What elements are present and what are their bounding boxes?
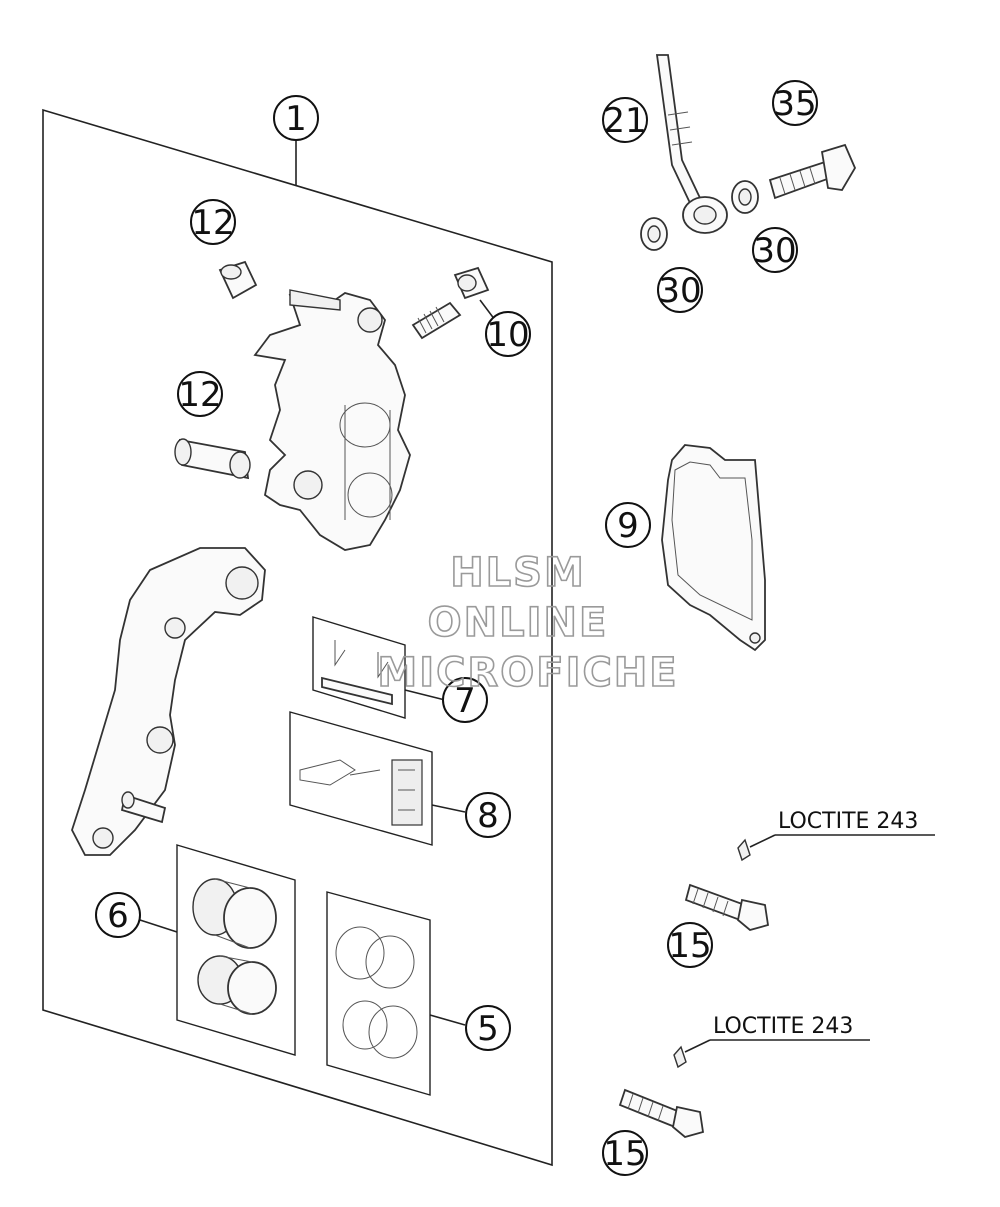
callout-7: 7: [442, 677, 488, 723]
svg-text:LOCTITE 243: LOCTITE 243: [713, 1014, 853, 1039]
svg-text:1: 1: [285, 99, 307, 139]
svg-text:21: 21: [603, 101, 646, 141]
svg-text:8: 8: [477, 796, 499, 836]
svg-text:ONLINE: ONLINE: [428, 600, 609, 646]
callout-5: 5: [465, 1005, 511, 1051]
svg-text:9: 9: [617, 506, 639, 546]
callout-21: 21: [602, 97, 648, 143]
bleeder-cap-part: [218, 260, 258, 300]
callout-6: 6: [95, 892, 141, 938]
caliper-carrier-bracket: [71, 547, 266, 856]
svg-text:30: 30: [753, 231, 796, 271]
svg-text:5: 5: [477, 1009, 499, 1049]
svg-text:35: 35: [773, 84, 816, 124]
washer-part-right: [731, 180, 759, 214]
callout-loctite-upper: LOCTITE 243: [749, 809, 935, 848]
pin-kit-card: [312, 616, 446, 719]
svg-text:12: 12: [178, 375, 221, 415]
callout-12-top: 12: [190, 199, 236, 245]
callout-30-right: 30: [752, 227, 798, 273]
callout-35: 35: [772, 80, 818, 126]
svg-text:15: 15: [603, 1134, 646, 1174]
callout-30-left: 30: [657, 267, 703, 313]
banjo-bolt-part: [768, 143, 857, 200]
svg-text:HLSM: HLSM: [450, 550, 586, 596]
kit-sheet-outline: [42, 108, 553, 1167]
svg-text:15: 15: [668, 926, 711, 966]
screw-part-lower: [618, 1045, 705, 1138]
callout-10: 10: [485, 311, 531, 357]
caliper-bolt-part: [174, 438, 251, 480]
svg-text:MICROFICHE: MICROFICHE: [377, 650, 678, 696]
callout-1: 1: [273, 95, 319, 185]
brake-pad-part: [661, 444, 766, 652]
callout-9: 9: [605, 502, 651, 548]
svg-text:12: 12: [191, 203, 234, 243]
watermark: HLSM ONLINE MICROFICHE: [377, 549, 678, 697]
callout-8: 8: [465, 792, 511, 838]
callout-12-side: 12: [177, 371, 223, 417]
screw-part-upper: [684, 838, 770, 931]
callout-loctite-lower: LOCTITE 243: [684, 1014, 870, 1053]
brake-line-part: [655, 54, 728, 234]
svg-text:10: 10: [486, 315, 529, 355]
svg-text:30: 30: [658, 271, 701, 311]
seal-kit-card: [326, 891, 466, 1096]
callout-15-upper: 15: [667, 922, 713, 968]
bleeder-valve-part: [411, 266, 496, 340]
piston-kit-card: [139, 844, 296, 1056]
svg-text:7: 7: [454, 681, 476, 721]
washer-part-left: [640, 217, 668, 251]
svg-text:LOCTITE 243: LOCTITE 243: [778, 809, 918, 834]
svg-text:6: 6: [107, 896, 129, 936]
callout-15-lower: 15: [602, 1130, 648, 1176]
brake-caliper-body: [253, 289, 411, 551]
spring-clip-card: [289, 711, 466, 846]
